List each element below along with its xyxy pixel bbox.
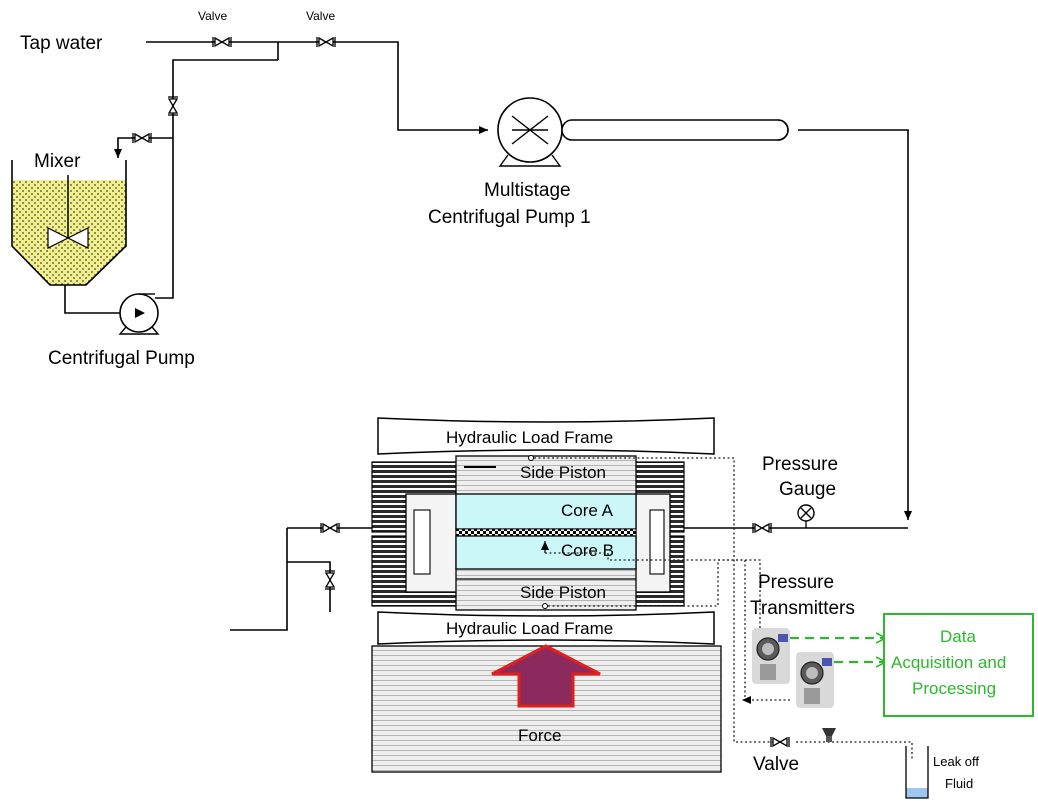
valve-drain-icon[interactable]	[325, 571, 335, 589]
core-a-label: Core A	[561, 501, 614, 520]
multistage-label-2: Centrifugal Pump 1	[428, 207, 591, 228]
force-label: Force	[518, 726, 561, 745]
leak-off-label-1: Leak off	[933, 754, 979, 769]
left-outlet-pipe	[230, 528, 287, 630]
valve-supply-icon[interactable]	[753, 523, 771, 533]
leak-line	[796, 742, 912, 760]
right-clamp-block	[634, 462, 684, 606]
recirculation-pipe	[155, 60, 278, 298]
hydraulic-load-frame-bottom-label: Hydraulic Load Frame	[446, 619, 613, 638]
valve-leak-icon[interactable]	[771, 737, 789, 747]
flow-sensor-icon	[822, 728, 836, 742]
mixer-feed-pipe	[118, 138, 173, 158]
pressure-gauge-label-2: Gauge	[779, 479, 836, 500]
tap-water-label: Tap water	[20, 33, 103, 54]
valve-1-icon[interactable]	[213, 37, 231, 47]
valve-2-icon[interactable]	[317, 37, 335, 47]
valve-bottom-label: Valve	[753, 754, 799, 775]
core-b-label: Core B	[561, 541, 614, 560]
centrifugal-pump-label: Centrifugal Pump	[48, 348, 195, 369]
mixer-label: Mixer	[34, 151, 81, 172]
valve-vertical-icon[interactable]	[168, 97, 178, 115]
pressure-transmitters-label-1: Pressure	[758, 572, 834, 593]
pressure-transmitter-1-icon	[752, 628, 790, 684]
left-clamp-block	[372, 462, 458, 606]
leak-off-label-2: Fluid	[945, 776, 973, 791]
mixer-tank	[12, 160, 126, 285]
tap-water-pipe	[146, 42, 482, 130]
leak-off-container	[906, 746, 928, 798]
side-piston-top-label: Side Piston	[520, 463, 606, 482]
centrifugal-pump-icon	[120, 294, 158, 334]
pressure-gauge-label-1: Pressure	[762, 454, 838, 475]
multistage-label-1: Multistage	[484, 180, 571, 201]
daq-label-1: Data	[940, 627, 976, 646]
fracture-interface	[456, 529, 636, 536]
multistage-pump-icon	[498, 98, 788, 166]
daq-label-2: Acquisition and	[891, 653, 1006, 672]
left-drain-pipe	[287, 562, 330, 612]
daq-label-3: Processing	[912, 679, 996, 698]
pressure-gauge-icon	[798, 505, 814, 528]
valve-left-icon[interactable]	[321, 523, 339, 533]
hydraulic-load-frame-top-label: Hydraulic Load Frame	[446, 428, 613, 447]
valve-mixer-icon[interactable]	[133, 133, 151, 143]
valve-1-label: Valve	[198, 9, 227, 23]
pressure-transmitters-label-2: Transmitters	[750, 598, 855, 619]
pressure-transmitter-2-icon	[796, 652, 834, 708]
side-piston-bottom-label: Side Piston	[520, 583, 606, 602]
valve-2-label: Valve	[306, 9, 335, 23]
